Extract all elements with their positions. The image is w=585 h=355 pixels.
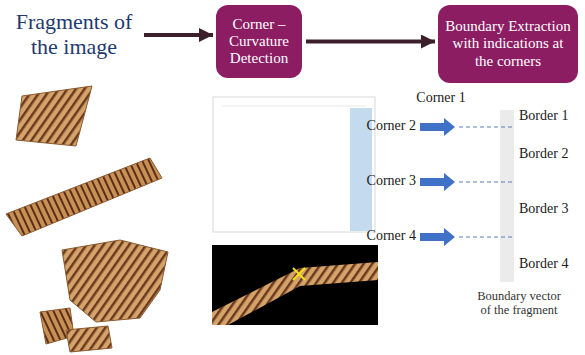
fragment-in-photo (212, 262, 378, 325)
vector-label: Corner 1 (410, 90, 472, 106)
process-box: Corner – Curvature Detection (216, 5, 302, 78)
flow-arrow (144, 33, 213, 37)
blue-arrow (420, 118, 455, 136)
corner-pointer (420, 173, 512, 191)
boundary-vector-bar (500, 110, 514, 282)
fragment-piece (62, 240, 168, 322)
dashed-line (459, 126, 512, 127)
vector-label: Corner 2 (354, 118, 416, 134)
corner-mark (293, 268, 305, 280)
fragment-piece (6, 158, 162, 236)
flow-arrow (306, 40, 435, 44)
corner-mark (293, 268, 305, 280)
vector-label: Corner 4 (354, 228, 416, 244)
fragment-piece (66, 326, 112, 352)
plot-gridline (222, 106, 366, 107)
vector-label: Border 1 (519, 108, 579, 124)
blue-arrow (420, 173, 455, 191)
vector-label: Border 2 (519, 146, 579, 162)
corner-pointer (420, 228, 512, 246)
vector-label: Corner 3 (354, 173, 416, 189)
node-text: Corner – Curvature Detection (222, 16, 296, 68)
dashed-line (459, 181, 512, 182)
blue-arrow (420, 228, 455, 246)
node-text: Boundary Extraction with indications at … (444, 18, 572, 70)
source-text: Fragments of the image (8, 8, 140, 62)
dashed-line (459, 236, 512, 237)
curvature-plot (213, 97, 375, 232)
node-text: Fragments of the image (8, 10, 140, 59)
caption-note: Boundary vector of the fragment (474, 289, 564, 318)
process-box: Boundary Extraction with indications at … (438, 5, 578, 83)
vector-label: Border 3 (519, 201, 579, 217)
corner-pointer (420, 118, 512, 136)
fragment-piece (16, 86, 92, 146)
corner-photo (212, 245, 378, 325)
vector-label: Border 4 (519, 256, 579, 272)
